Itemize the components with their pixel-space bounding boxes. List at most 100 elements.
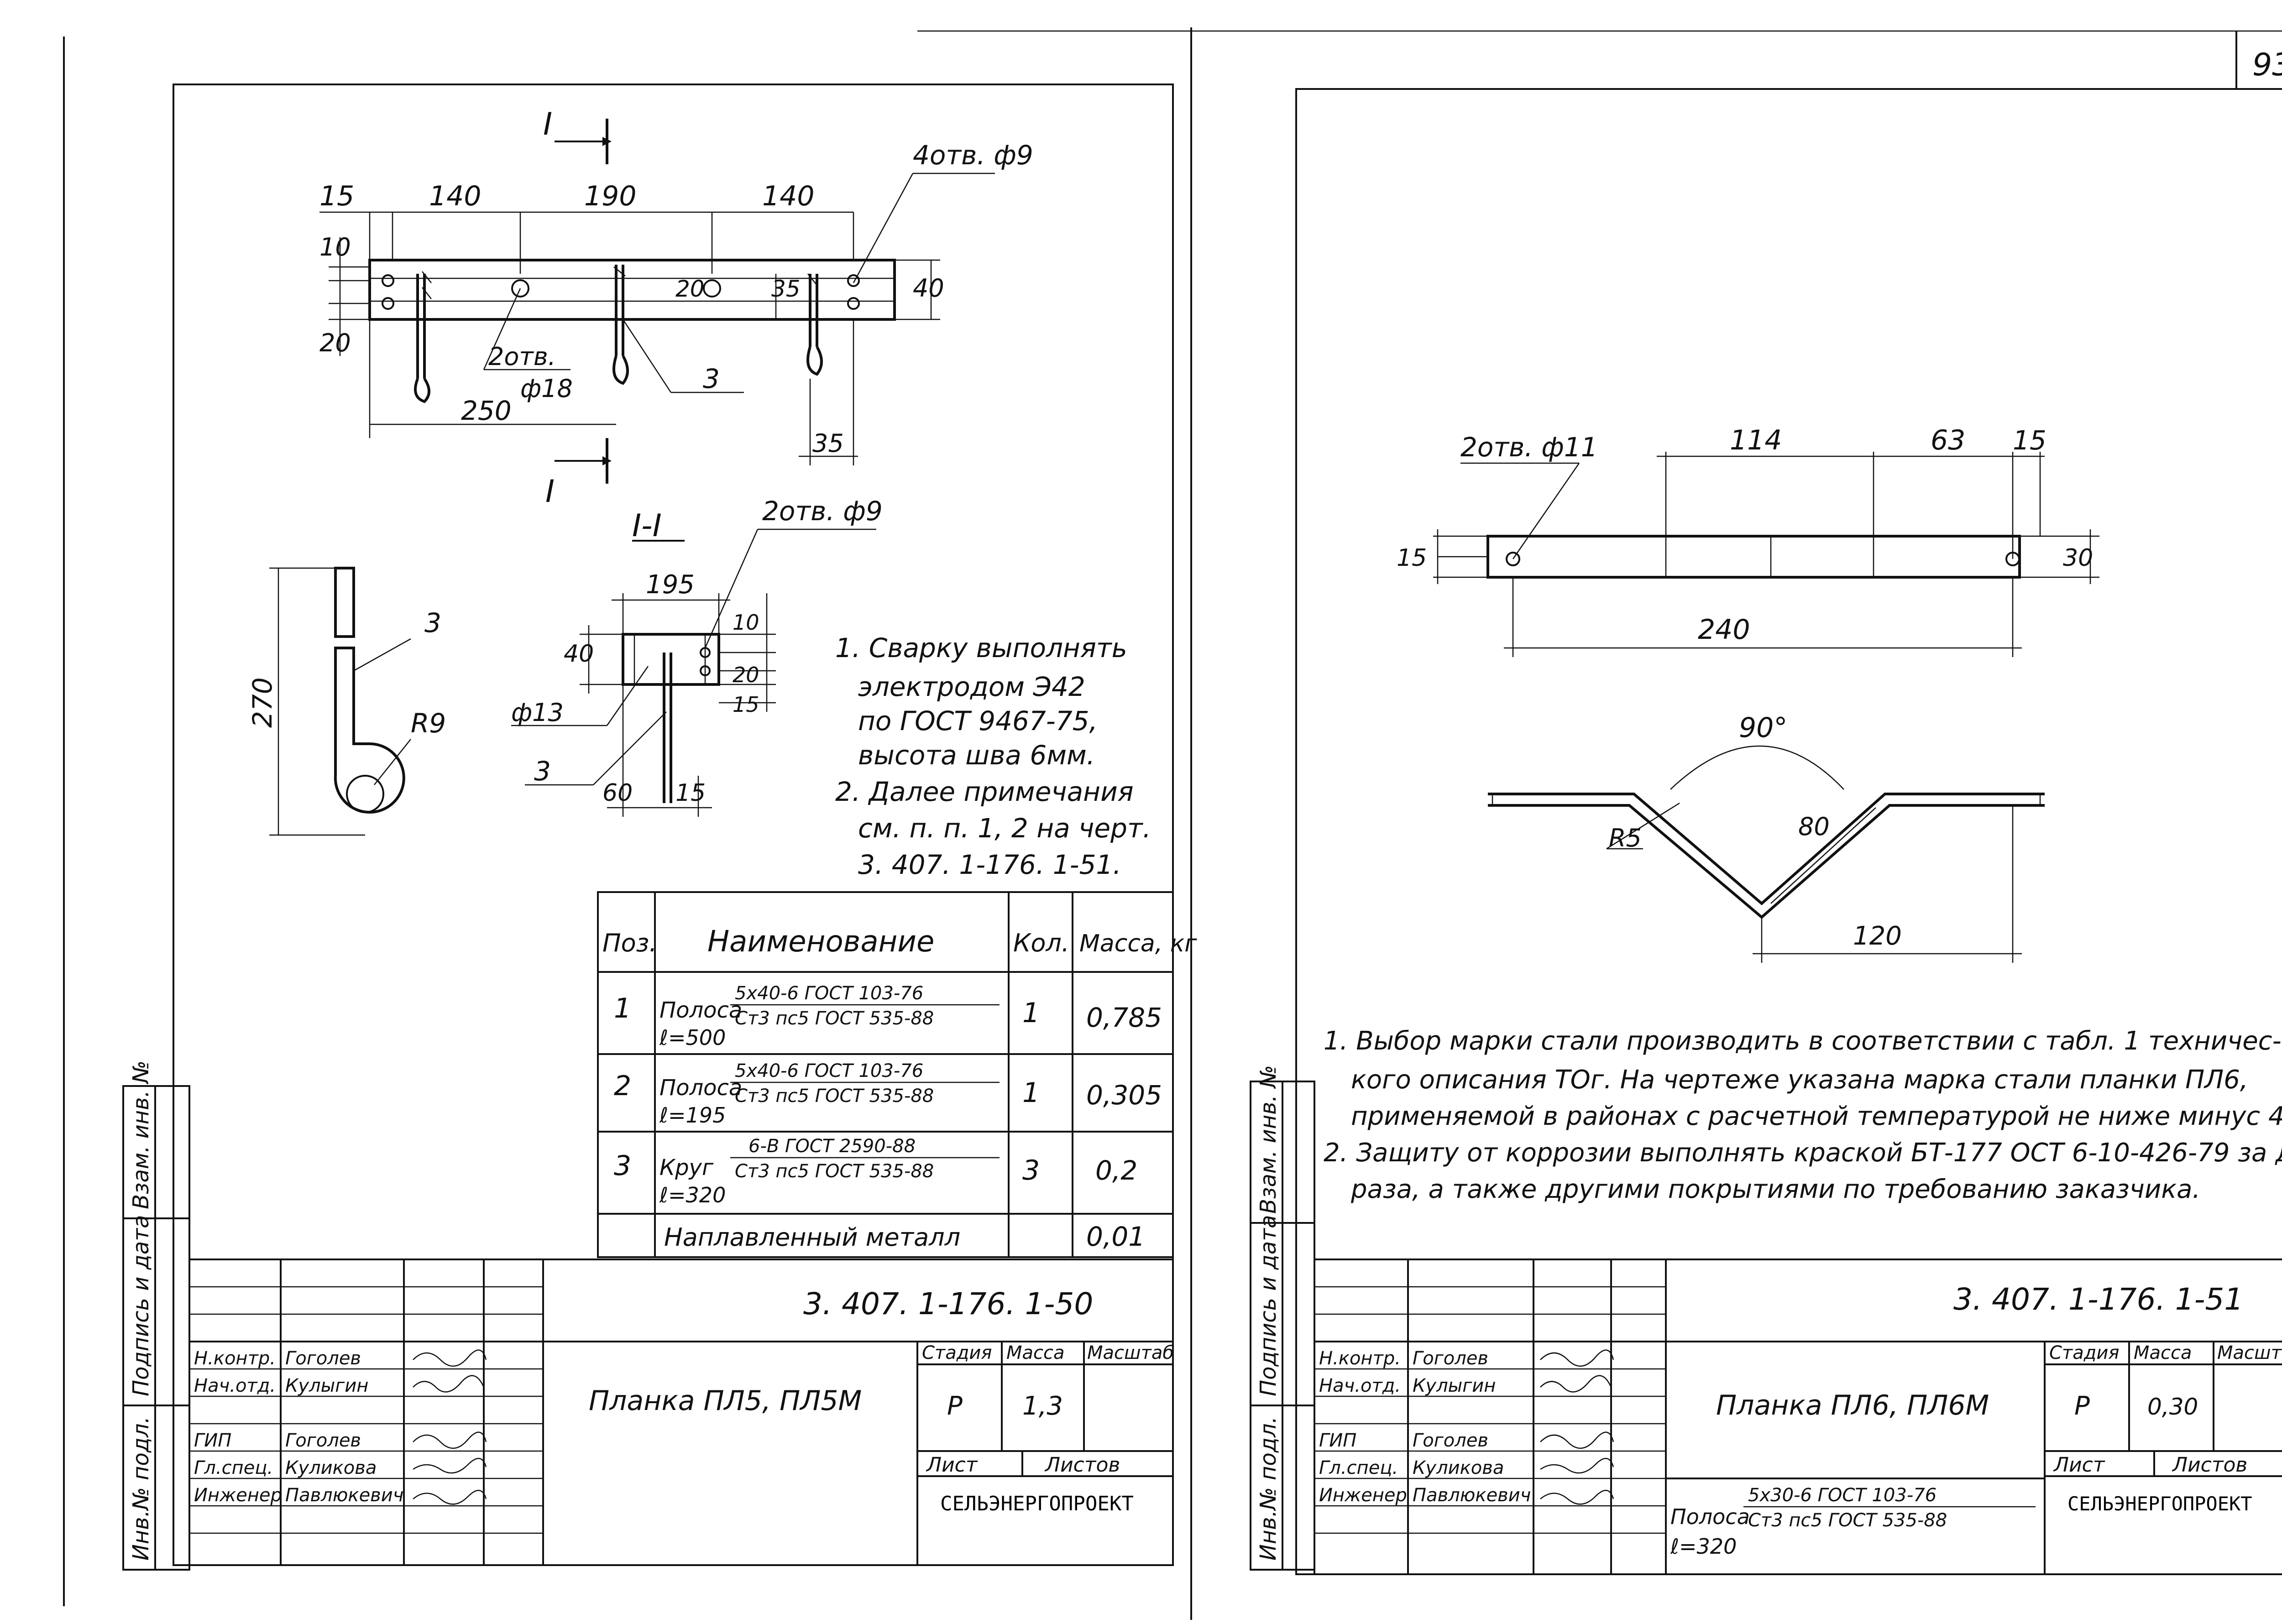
right-material-len: ℓ=320	[1670, 1534, 1737, 1559]
right-notes: 1. Выбор марки стали производить в соотв…	[1324, 1026, 2282, 1204]
dim-40: 40	[913, 274, 944, 303]
dim-10-section: 10	[733, 610, 759, 635]
left-note-line: см. п. п. 1, 2 на черт.	[858, 813, 1151, 844]
right-mass: 0,30	[2147, 1394, 2198, 1420]
right-title-block: 3. 407. 1-176. 1-51 Планка ПЛ6, ПЛ6М Ста…	[1314, 1258, 2282, 1575]
left-mass: 1,3	[1022, 1391, 1063, 1421]
right-material: Полоса	[1670, 1504, 1750, 1529]
right-material-bot: Ст3 пс5 ГОСТ 535-88	[1748, 1510, 1947, 1531]
spec-row-len: ℓ=320	[659, 1183, 726, 1207]
signature	[1540, 1457, 1614, 1474]
spec-row-pos: 1	[614, 992, 631, 1024]
spec-row-mass: 0,01	[1086, 1221, 1145, 1252]
right-role: Н.контр.	[1319, 1348, 1401, 1369]
signature	[1540, 1349, 1614, 1367]
spec-row-pos: 3	[614, 1150, 631, 1182]
spec-row-name: Наплавленный металл	[664, 1223, 960, 1252]
dim-phi-18: ф18	[520, 374, 573, 403]
spec-row-qty: 1	[1022, 1077, 1040, 1109]
hook-detail: 270 3 R9	[247, 567, 446, 836]
right-role: Инженер	[1319, 1485, 1407, 1506]
left-plan-dims: I I 15 140 190 140 4отв. ф9 10 20 20 35 …	[319, 106, 1033, 510]
left-plan-view	[319, 119, 995, 484]
left-person: Куликова	[285, 1457, 377, 1478]
callout-pos-3: 3	[703, 363, 720, 394]
left-org: СЕЛЬЭНЕРГОПРОЕКТ	[940, 1492, 1134, 1515]
right-stage-header: Стадия	[2049, 1342, 2119, 1363]
signature	[1540, 1375, 1612, 1393]
section-mark-bottom: I	[545, 474, 555, 510]
left-title-block: 3. 407. 1-176. 1-50 Планка ПЛ5, ПЛ5М Ста…	[188, 1258, 1174, 1566]
spec-row-bot: Ст3 пс5 ГОСТ 535-88	[735, 1086, 934, 1107]
page-number: 93	[2252, 47, 2282, 83]
spec-row-top: 5х40-6 ГОСТ 103-76	[735, 1060, 923, 1081]
spec-row-top: 6-В ГОСТ 2590-88	[748, 1136, 916, 1157]
section-i-i: I-I 195 2отв. ф9 40 10 20 15	[511, 496, 883, 817]
left-person: Гоголев	[285, 1348, 361, 1369]
dim-15-bottom: 15	[675, 779, 706, 807]
right-person: Гоголев	[1413, 1348, 1488, 1369]
spec-row-mass: 0,305	[1086, 1080, 1162, 1111]
spec-row-name: Круг	[659, 1155, 714, 1180]
dim-40-section: 40	[564, 640, 594, 668]
dim-phi-13: ф13	[511, 698, 564, 727]
right-drawing-code: 3. 407. 1-176. 1-51	[1953, 1282, 2243, 1317]
dim-15-section: 15	[733, 692, 759, 717]
stamp-signature-date: Подпись и дата	[128, 1215, 154, 1396]
left-sheets-header: Листов	[1044, 1453, 1120, 1477]
right-dim-angle: 90°	[1739, 712, 1787, 744]
spec-row-qty: 3	[1022, 1154, 1040, 1186]
right-person: Гоголев	[1413, 1430, 1488, 1451]
signature	[413, 1431, 487, 1449]
left-note-line: 3. 407. 1-176. 1-51.	[858, 849, 1121, 880]
right-person: Павлюкевич	[1413, 1485, 1531, 1506]
right-dim-240: 240	[1698, 614, 1750, 646]
right-sheet-header: Лист	[2053, 1453, 2105, 1477]
signature	[1540, 1489, 1614, 1505]
left-sheet-header: Лист	[926, 1453, 978, 1477]
right-note-line: кого описания ТОг. На чертеже указана ма…	[1351, 1065, 2248, 1095]
right-note-line: раза, а также другими покрытиями по треб…	[1350, 1175, 2200, 1204]
right-dim-holes: 2отв. ф11	[1460, 432, 1598, 463]
left-role: Нач.отд.	[194, 1375, 276, 1396]
left-note-line: электродом Э42	[858, 671, 1085, 702]
left-role: ГИП	[194, 1430, 231, 1451]
spec-table: Поз. Наименование Кол. Масса, кг 1 Полос…	[597, 891, 1197, 1258]
dim-140-left: 140	[429, 180, 482, 212]
spec-row-mass: 0,2	[1095, 1155, 1137, 1186]
dim-10: 10	[319, 233, 351, 261]
spec-row-qty: 1	[1022, 997, 1040, 1029]
left-side-stamp: Инв.№ подл. Подпись и дата Взам. инв. №	[122, 1060, 190, 1571]
right-person: Кулыгин	[1413, 1375, 1496, 1396]
section-title: I-I	[632, 508, 662, 544]
right-dim-80: 80	[1798, 812, 1830, 841]
right-dim-15: 15	[2013, 425, 2046, 456]
right-scale-header: Масштаб	[2217, 1342, 2282, 1363]
spec-row-bot: Ст3 пс5 ГОСТ 535-88	[735, 1008, 934, 1029]
left-role: Инженер	[194, 1485, 282, 1506]
signature	[413, 1375, 485, 1393]
left-drawing-code: 3. 407. 1-176. 1-50	[803, 1286, 1093, 1321]
right-side-stamp: Инв.№ подл. Подпись и дата Взам. инв. №	[1250, 1065, 1315, 1571]
stamp-vzam-inv: Взам. инв. №	[128, 1060, 154, 1209]
left-scale-header: Масштаб	[1087, 1342, 1174, 1363]
left-person: Гоголев	[285, 1430, 361, 1451]
left-note-line: высота шва 6мм.	[858, 740, 1095, 771]
left-notes: 1. Сварку выполнять электродом Э42 по ГО…	[835, 632, 1151, 880]
signature	[1540, 1431, 1614, 1449]
right-person: Куликова	[1413, 1457, 1504, 1478]
dim-190: 190	[584, 180, 637, 212]
right-plan-view: 2отв. ф11 114 63 15 15 30 240	[1397, 424, 2099, 657]
signature	[413, 1457, 487, 1474]
right-sheets-header: Листов	[2172, 1453, 2247, 1477]
dim-20-left: 20	[319, 329, 351, 357]
dim-35-top: 35	[771, 276, 801, 302]
left-person: Павлюкевич	[285, 1485, 403, 1506]
right-role: ГИП	[1319, 1430, 1356, 1451]
left-drawing-title: Планка ПЛ5, ПЛ5М	[589, 1385, 862, 1417]
left-person: Кулыгин	[285, 1375, 368, 1396]
dim-270: 270	[247, 677, 278, 728]
right-dim-63: 63	[1931, 424, 1965, 456]
dim-holes-4: 4отв. ф9	[913, 140, 1033, 171]
